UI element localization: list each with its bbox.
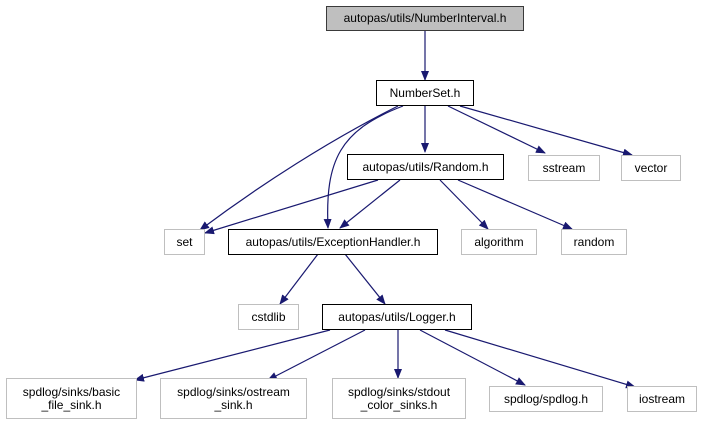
node-number-set-header[interactable]: NumberSet.h [376, 80, 474, 106]
node-basic-file-sink: spdlog/sinks/basic _file_sink.h [6, 378, 137, 419]
node-exception-handler-header[interactable]: autopas/utils/ExceptionHandler.h [228, 229, 438, 255]
node-random-std: random [561, 229, 627, 255]
node-set: set [164, 229, 205, 255]
edge-random-exceptionhandler [339, 179, 401, 229]
edge-logger-ostreamsink [267, 329, 366, 381]
edge-random-algorithm [439, 179, 489, 230]
edge-numberset-set [199, 105, 399, 231]
edge-numberset-exceptionhandler [323, 105, 404, 229]
node-stdout-color-sinks: spdlog/sinks/stdout _color_sinks.h [332, 378, 466, 419]
edge-random-set [204, 179, 379, 235]
edge-exceptionhandler-cstdlib [279, 253, 319, 305]
edge-logger-spdlog [419, 329, 526, 386]
node-random-header[interactable]: autopas/utils/Random.h [347, 154, 504, 180]
node-spdlog: spdlog/spdlog.h [489, 386, 603, 412]
edge-numberset-vector [459, 105, 633, 157]
node-algorithm: algorithm [461, 229, 537, 255]
edge-logger-basicfilesink [134, 329, 331, 382]
edge-random-random [457, 179, 573, 230]
node-vector: vector [621, 155, 681, 181]
node-iostream: iostream [627, 386, 697, 412]
edge-numberset-sstream [447, 105, 546, 154]
edge-logger-iostream [444, 329, 636, 389]
node-ostream-sink: spdlog/sinks/ostream _sink.h [160, 378, 307, 419]
node-number-interval-header[interactable]: autopas/utils/NumberInterval.h [326, 6, 524, 31]
node-cstdlib: cstdlib [238, 304, 299, 330]
node-logger-header[interactable]: autopas/utils/Logger.h [322, 304, 472, 330]
edge-exceptionhandler-logger [344, 253, 386, 305]
node-sstream: sstream [528, 155, 600, 181]
